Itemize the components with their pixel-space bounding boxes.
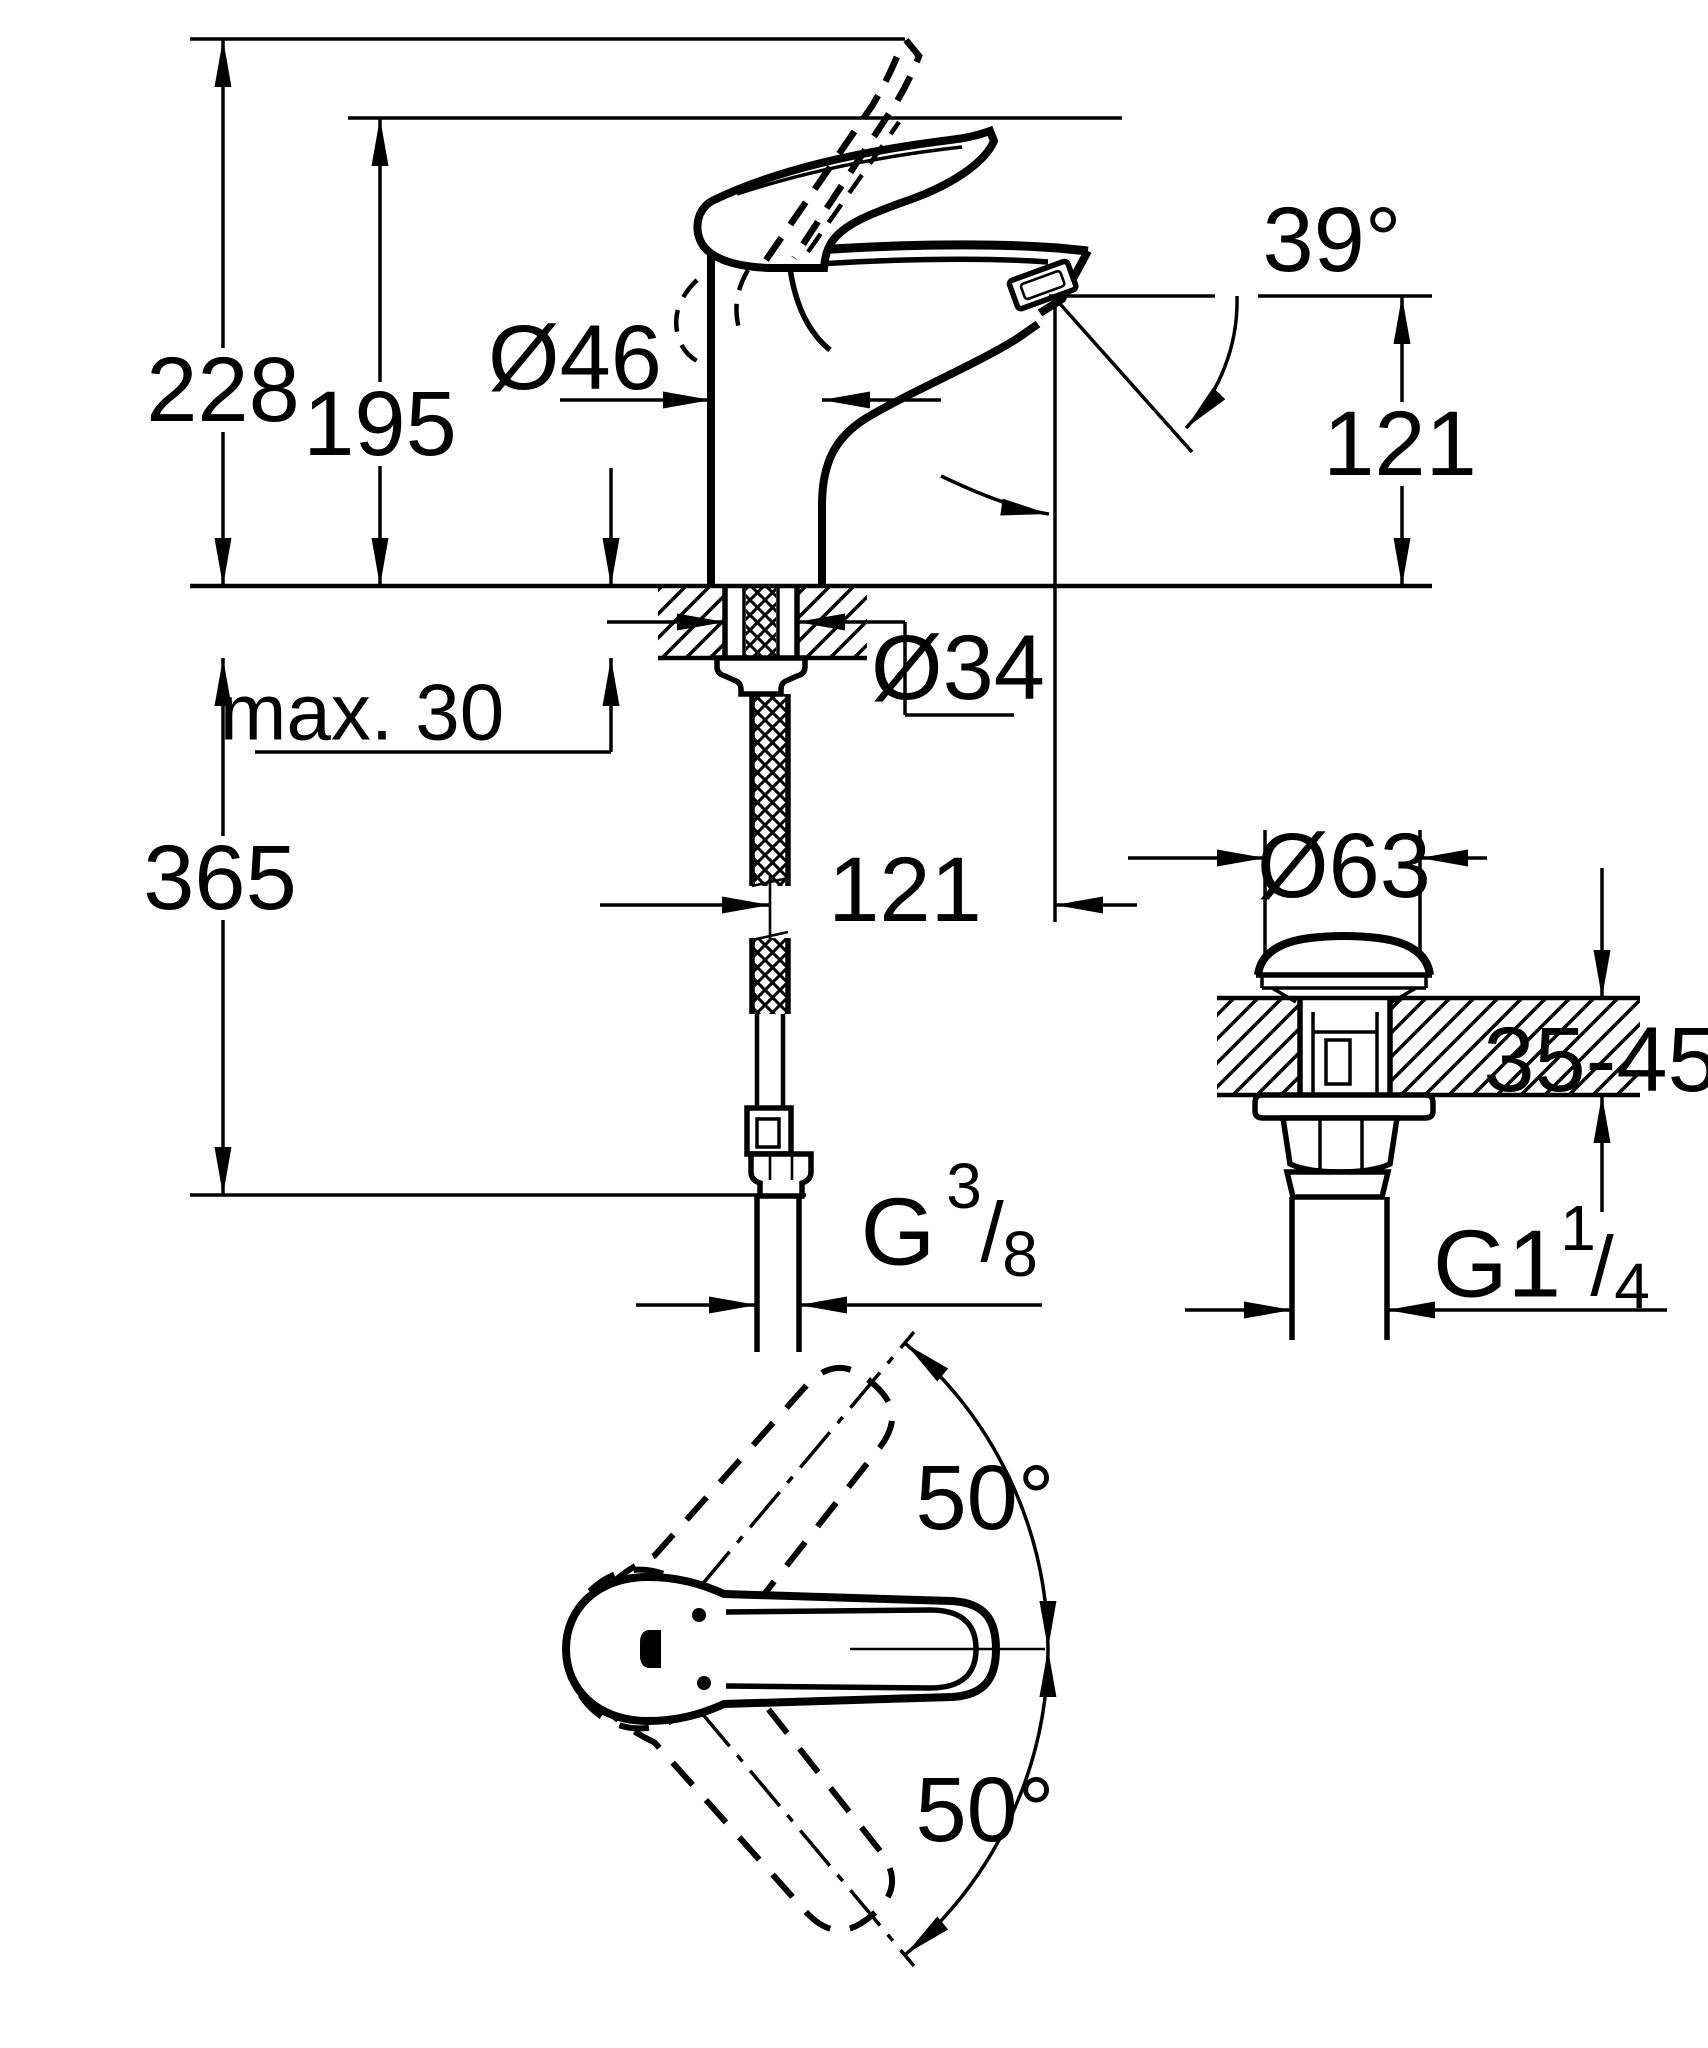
dim-label-counter-range: 35-45 [1483, 1009, 1708, 1111]
waste-thread-denominator: 4 [1614, 1250, 1650, 1322]
spout-swivel-arrow [940, 474, 1050, 516]
supply-thread-denominator: 8 [1002, 1218, 1038, 1290]
hose-braid-lower-edges [749, 938, 791, 1014]
dim-label-swing-up: 50° [915, 1447, 1054, 1549]
hose-end-nut-facets [768, 1154, 794, 1180]
dim-label-spout-angle: 39° [1262, 189, 1401, 291]
drain-flange [1252, 1092, 1436, 1121]
hose-connector-window [755, 1117, 781, 1149]
lever-pivot-dashed-arc [673, 278, 709, 369]
drain-tail-pipe [1289, 1197, 1390, 1340]
lever-top-inner-line [736, 145, 963, 196]
dim-label-supply-thread: G 3 / 8 [861, 1150, 1038, 1290]
lever-handle-side [693, 125, 999, 272]
body-right-and-spout-underside [818, 320, 1041, 586]
swing-arc-up [904, 1342, 1057, 1650]
dim-label-cap-diameter: Ø63 [1257, 815, 1431, 917]
dim-label-hole-diameter: Ø34 [871, 617, 1045, 719]
drain-body-walls [1297, 998, 1393, 1095]
faucet-outline [673, 37, 1092, 586]
drain-cap-dome [1254, 932, 1434, 976]
waste-thread-slash: / [1590, 1219, 1614, 1313]
dim-label-spout-reach: 121 [828, 839, 982, 941]
aerator [1006, 258, 1079, 312]
handle-top-view: 50° 50° [540, 1330, 1057, 1968]
supply-tail-pipe [754, 1196, 802, 1352]
lever-raised-dashed [763, 37, 923, 262]
drain-view: Ø63 35-45 G1 1 / 4 [1128, 815, 1708, 1340]
spout-angle-diagonal [1051, 294, 1194, 454]
spout-angle-arc [1184, 295, 1239, 430]
dim-label-waste-thread: G1 1 / 4 [1433, 1192, 1650, 1322]
hose-smooth-tube [754, 1014, 786, 1108]
handle-dot-bottom [697, 1676, 711, 1690]
dim-label-hose-length: 365 [143, 827, 297, 929]
lever-pivot-dashed-arc2 [734, 268, 750, 333]
spout-tip-face [1037, 249, 1092, 317]
handle-notch [640, 1630, 661, 1668]
drain-locknut [1279, 1115, 1401, 1175]
drain-cap-taper [1271, 986, 1417, 1004]
waste-thread-numerator: 1 [1560, 1192, 1596, 1264]
hose-break-lower [751, 930, 789, 942]
handle-dot-top [692, 1608, 706, 1622]
d34-leader [903, 622, 1014, 717]
hose-end-nut [748, 1151, 814, 1199]
dim-label-counter-max: max. 30 [220, 668, 505, 757]
dim-label-swing-down: 50° [915, 1759, 1054, 1861]
side-view: 228 195 Ø46 39° 121 max. 30 Ø34 365 121 … [143, 37, 1477, 1352]
shank-inner-walls [742, 588, 780, 656]
drain-cap-rim-inner [1260, 975, 1428, 990]
dim-label-total-height: 228 [146, 339, 300, 441]
lever-raised-inner-dashed [806, 120, 901, 254]
dim-label-spout-height: 121 [1323, 393, 1477, 495]
dim-label-body-height: 195 [303, 373, 457, 475]
hose-braid-upper-edges [749, 694, 791, 886]
swing-axis-down [698, 1709, 916, 1968]
shank-locknut [714, 655, 808, 697]
swing-arc-down [904, 1648, 1057, 1956]
supply-thread-slash: / [980, 1185, 1004, 1279]
drain-collar [1283, 1169, 1392, 1200]
dim-label-body-diameter: Ø46 [488, 307, 662, 409]
drain-locknut-facets [1318, 1118, 1364, 1170]
swing-axis-up [698, 1330, 916, 1589]
drain-body-window [1324, 1038, 1352, 1086]
shank-and-hose [714, 588, 814, 1352]
spout-body-inner-curve [787, 267, 832, 353]
waste-thread-g: G1 [1433, 1211, 1561, 1318]
drain-body-inner-walls [1311, 1012, 1379, 1093]
supply-thread-g: G [861, 1179, 936, 1286]
supply-thread-numerator: 3 [946, 1150, 982, 1222]
